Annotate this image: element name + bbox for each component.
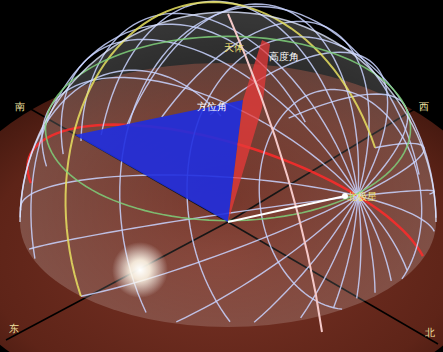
azimuth-label: 方位角 bbox=[197, 101, 227, 112]
direction-label: 东 bbox=[9, 323, 19, 334]
pink-arc bbox=[228, 14, 322, 332]
direction-label: 西 bbox=[419, 101, 429, 112]
direction-label: 北 bbox=[425, 327, 435, 338]
altitude-label: 高度角 bbox=[269, 51, 299, 62]
grid-circle bbox=[66, 2, 376, 296]
grid-circle bbox=[259, 90, 421, 310]
polaris-label: 北极星 bbox=[347, 191, 377, 202]
coordinate-grid bbox=[20, 1, 436, 322]
dome-outline bbox=[20, 12, 436, 222]
body-label: 天体 bbox=[224, 42, 244, 53]
azimuth-sector bbox=[75, 100, 243, 222]
direction-label: 南 bbox=[15, 101, 25, 112]
sun-glow bbox=[112, 242, 168, 298]
polar-axis bbox=[228, 196, 345, 222]
dome bbox=[20, 12, 436, 327]
